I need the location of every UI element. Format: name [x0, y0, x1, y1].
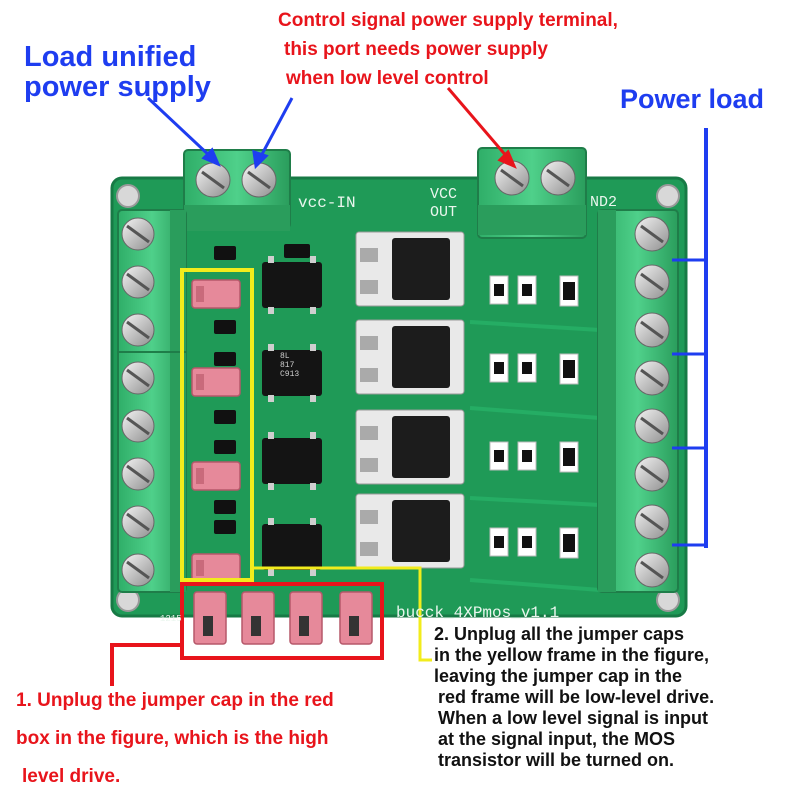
note2-line1: 2. Unplug all the jumper caps: [434, 624, 685, 644]
label-control-line2: this port needs power supply: [284, 39, 548, 60]
opto-mark-2: 817: [280, 361, 295, 370]
vcc-in-terminal: [183, 149, 291, 231]
label-load-supply: Load unified power supply: [24, 42, 211, 102]
right-smd: [489, 275, 579, 559]
silk-vcc: VCC: [430, 186, 458, 203]
red-pointers: [446, 87, 517, 169]
jumper-caps-red: [193, 591, 373, 645]
output-terminal-strip: [597, 209, 679, 593]
silk-serial: 1215: [160, 614, 182, 624]
silk-vcc-out: VCC OUT: [430, 186, 457, 222]
optocouplers: [262, 256, 322, 576]
note2-line6: at the signal input, the MOS: [438, 729, 676, 749]
red-pointer-line: [110, 643, 182, 686]
note1-line3: level drive.: [22, 766, 121, 787]
label-control-supply: Control signal power supply terminal, th…: [278, 6, 618, 93]
smd-column: [214, 244, 310, 534]
note1-line2: box in the figure, which is the high: [16, 728, 329, 749]
yellow-pointer-line: [252, 566, 432, 662]
note-high-level: 1. Unplug the jumper cap in the red box …: [16, 682, 334, 796]
vcc-out-terminal: [477, 147, 587, 239]
silk-vcc-in: vcc-IN: [298, 194, 356, 212]
label-control-line1: Control signal power supply terminal,: [278, 10, 618, 31]
label-power-load: Power load: [620, 84, 765, 114]
note-low-level: 2. Unplug all the jumper caps in the yel…: [434, 624, 714, 771]
input-terminal-strip: [117, 209, 187, 593]
note1-line1: 1. Unplug the jumper cap in the red: [16, 690, 334, 711]
blue-pointers: [146, 96, 708, 548]
note2-line3: leaving the jumper cap in the: [434, 666, 683, 686]
red-frame: [180, 582, 384, 660]
opto-marking: 8L 817 C913: [280, 352, 299, 379]
opto-mark-3: C913: [280, 370, 300, 379]
label-load-supply-line1: Load unified: [24, 41, 197, 73]
note2-line5: When a low level signal is input: [438, 708, 709, 728]
label-control-line3: when low level control: [286, 68, 489, 89]
jumper-caps-yellow: [191, 279, 241, 583]
label-load-supply-line2: power supply: [24, 71, 211, 103]
opto-mark-1: 8L: [280, 352, 290, 361]
yellow-frame: [180, 268, 254, 582]
silk-out: OUT: [430, 204, 458, 221]
note2-line7: transistor will be turned on.: [438, 750, 675, 770]
note2-line4: red frame will be low-level drive.: [438, 687, 715, 707]
silk-gnd2: ND2: [590, 194, 618, 211]
note2-line2: in the yellow frame in the figure,: [434, 645, 710, 665]
pcb: [112, 178, 686, 616]
silk-board-name: bucck_4XPmos_v1.1: [396, 604, 560, 622]
mosfets: [355, 231, 465, 569]
